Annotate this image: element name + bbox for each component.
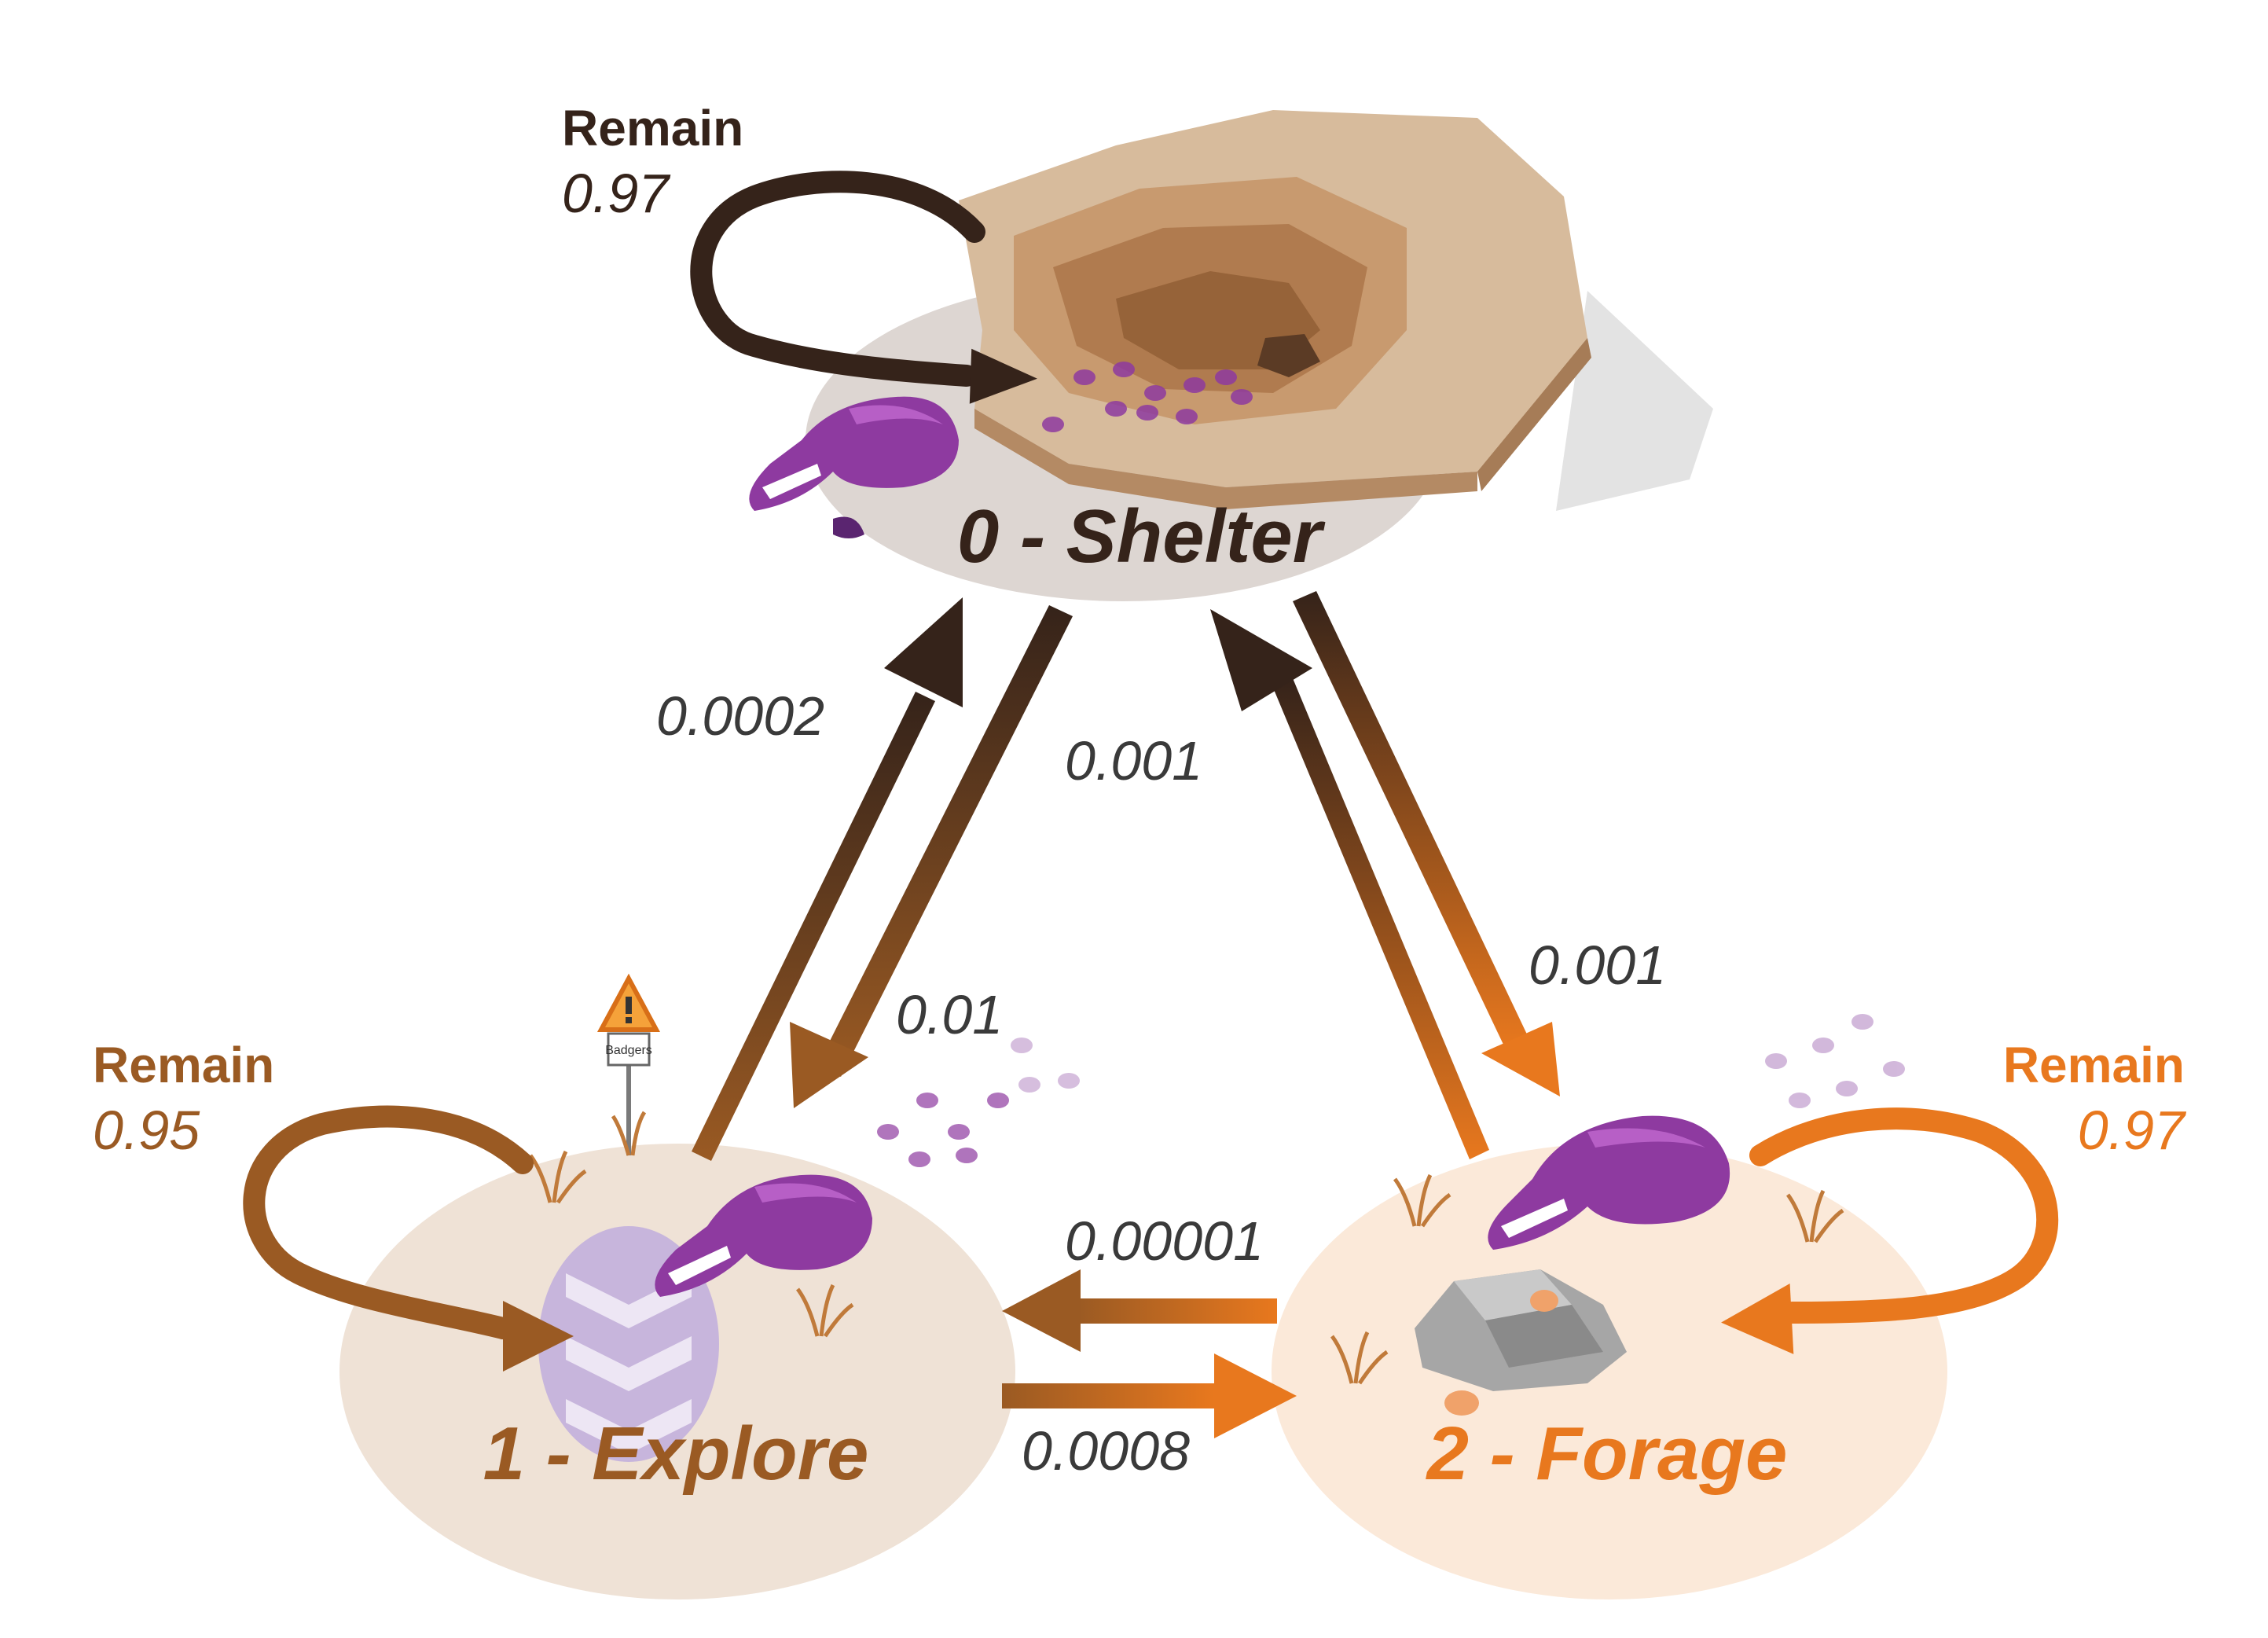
prob-forage-to-explore: 0.00001 [1065, 1210, 1264, 1272]
shelter-remain-word: Remain [562, 100, 743, 156]
explore-remain-prob: 0.95 [93, 1100, 200, 1161]
shelter-remain-prob: 0.97 [562, 163, 671, 224]
prob-explore-to-forage: 0.0008 [1022, 1420, 1190, 1482]
arrow-explore-to-forage [1002, 1353, 1297, 1438]
badger-icon-explore [655, 1174, 872, 1297]
prob-forage-to-shelter: 0.001 [1065, 730, 1202, 791]
state-label-explore: 1 - Explore [483, 1412, 869, 1496]
explore-remain-loop [243, 1105, 574, 1372]
forage-remain-loop [1721, 1107, 2059, 1354]
prob-explore-to-shelter: 0.0002 [656, 685, 824, 747]
rock-snail-icon [1415, 1269, 1627, 1416]
state-label-shelter: 0 - Shelter [957, 494, 1326, 578]
forage-remain-word: Remain [2003, 1037, 2185, 1093]
burrow-icon [959, 110, 1713, 511]
forage-ground [1272, 1144, 1947, 1599]
state-label-forage: 2 - Forage [1426, 1412, 1788, 1496]
badger-icon-shelter [749, 396, 959, 538]
prob-shelter-to-forage: 0.001 [1529, 935, 1666, 996]
arrow-shelter-to-explore [790, 605, 1073, 1108]
paw-prints-icon [877, 362, 1905, 1167]
badger-icon-forage [1488, 1115, 1730, 1250]
explore-remain-word: Remain [93, 1037, 274, 1093]
shelter-remain-loop [690, 171, 1037, 404]
badgers-sign-text: Badgers [605, 1044, 652, 1057]
prob-shelter-to-explore: 0.01 [896, 984, 1003, 1045]
arrow-forage-to-explore [1002, 1269, 1277, 1352]
grass-icon [528, 1111, 1844, 1385]
road-crossing-icon: Badgers [538, 973, 719, 1462]
arrow-explore-to-shelter [692, 597, 963, 1161]
arrow-shelter-to-forage [1293, 591, 1560, 1096]
arrow-forage-to-shelter [1210, 609, 1489, 1159]
forage-remain-prob: 0.97 [2078, 1100, 2187, 1161]
